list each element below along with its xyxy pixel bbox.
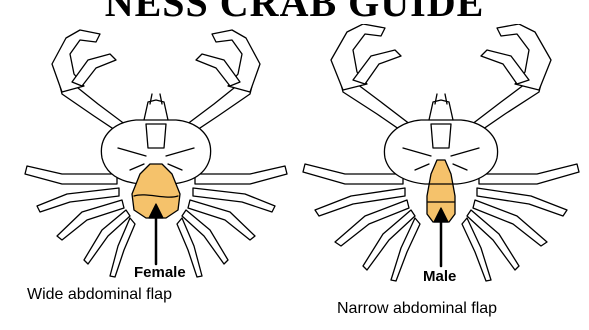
male-crab-illustration <box>285 24 589 306</box>
male-caption: Narrow abdominal flap <box>337 300 497 318</box>
female-label: Female <box>134 264 186 281</box>
page-title: NESS CRAB GUIDE <box>105 0 485 20</box>
crab-legs-right <box>177 166 287 277</box>
male-label: Male <box>423 268 456 285</box>
female-caption: Wide abdominal flap <box>27 286 172 304</box>
crab-legs-left <box>303 164 420 281</box>
pointer-arrow <box>149 204 163 264</box>
pointer-arrow <box>434 208 448 266</box>
male-crab-figure: Male Narrow abdominal flap <box>285 24 589 306</box>
title-strip: NESS CRAB GUIDE <box>0 0 589 20</box>
female-crab-illustration <box>22 24 290 300</box>
crab-legs-right <box>462 164 579 281</box>
female-crab-figure: Female Wide abdominal flap <box>22 24 290 300</box>
crab-legs-left <box>25 166 135 277</box>
crab-claws <box>331 24 551 136</box>
